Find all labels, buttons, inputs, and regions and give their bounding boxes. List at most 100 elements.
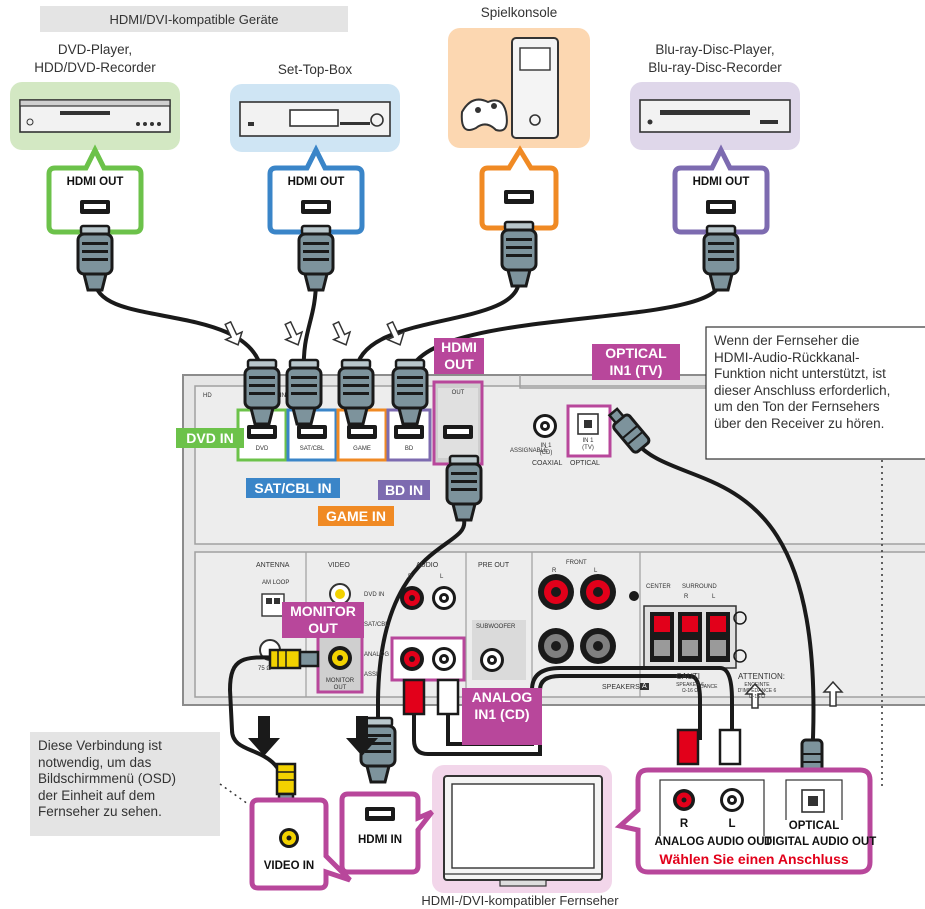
- composite-cable: [227, 655, 318, 801]
- up-arrow-optical: [822, 680, 844, 707]
- tv-device: [443, 775, 603, 887]
- panel-subwoofer: SUBWOOFER: [476, 624, 516, 630]
- tag-dvd-in: DVD IN: [176, 428, 244, 448]
- tag-optical-line2: IN1 (TV): [609, 362, 663, 378]
- bluray-device: [639, 99, 791, 133]
- tag-analog-line2: IN1 (CD): [474, 706, 530, 722]
- osd-note-line1: Diese Verbindung ist: [38, 738, 162, 753]
- osd-note-line2: notwendig, um das: [38, 754, 152, 770]
- osd-note-line4: der Einheit auf dem: [38, 787, 156, 803]
- dvd-label-line1: DVD-Player,: [57, 42, 133, 57]
- tag-game-in: GAME IN: [318, 506, 394, 526]
- panel-assi: ASSI: [364, 672, 378, 678]
- audio-jacks: [390, 586, 526, 682]
- osd-note-box: [30, 732, 220, 836]
- stb-hdmi-out-label: HDMI OUT: [287, 176, 345, 188]
- panel-analog: ANALOG: [364, 652, 390, 658]
- receiver-hdmi-output: [432, 380, 484, 466]
- arc-note-line5: um den Ton der Fernsehers: [714, 399, 880, 414]
- analog-audio-out-label: ANALOG AUDIO OUT: [648, 836, 778, 848]
- panel-attention: ATTENTION:: [738, 672, 785, 681]
- rca-plugs-receiver: [402, 678, 460, 716]
- tag-monitor-line2: OUT: [308, 620, 338, 636]
- tag-optical-in1: OPTICAL IN1 (TV): [592, 344, 680, 380]
- panel-optical: OPTICAL: [570, 460, 600, 467]
- stb-hdmi-callout: [267, 144, 365, 235]
- panel-game: GAME: [353, 446, 371, 452]
- hdmi-in-label: HDMI IN: [357, 834, 403, 846]
- panel-bd: BD: [404, 446, 414, 452]
- hdmi-out-cable: [376, 519, 467, 762]
- coax-optical-panel: [533, 404, 612, 458]
- arc-note-line1: Wenn der Fernseher die: [714, 333, 860, 348]
- optical-plug-top: [607, 407, 651, 454]
- panel-monitor-out: MONITOR OUT: [325, 678, 355, 691]
- panel-surround-r: R: [684, 594, 689, 600]
- video-in-label: VIDEO IN: [263, 860, 315, 872]
- composite-plug-receiver: [268, 648, 320, 670]
- panel-in: IN: [280, 393, 286, 399]
- down-arrow-video: [248, 716, 280, 756]
- speaker-terminals: [538, 574, 747, 669]
- panel-impedance: DANCE: [700, 684, 718, 690]
- tv-label: HDMI-/DVI-kompatibler Fernseher: [421, 893, 619, 908]
- console-device: [460, 37, 559, 139]
- hdmi-in-callout: [339, 791, 434, 875]
- panel-out: OUT: [451, 390, 465, 396]
- panel-speaker-imp: SPEAKER 6 Ω-16 Ω: [676, 682, 704, 694]
- panel-dvd: DVD: [255, 446, 269, 452]
- panel-satcbl: SAT/CBL: [299, 446, 325, 452]
- panel-video: VIDEO: [328, 562, 350, 569]
- arc-note-box: [705, 326, 925, 460]
- panel-front-l: L: [594, 568, 598, 574]
- arc-note-line4: dieser Anschluss erforderlich,: [714, 382, 891, 398]
- panel-sat-cbl: SAT/CBL: [364, 622, 389, 628]
- optical-tv-label: OPTICAL: [784, 820, 844, 832]
- panel-hd: HD: [203, 393, 212, 399]
- panel-speakers: SPEAKERS: [602, 684, 640, 691]
- panel-pre-out: PRE OUT: [478, 562, 510, 569]
- tag-optical-line1: OPTICAL: [605, 345, 667, 361]
- choose-connection-label: Wählen Sie einen Anschluss: [659, 851, 849, 867]
- bluray-label-line1: Blu-ray-Disc-Player,: [655, 42, 775, 57]
- header-bar: [40, 6, 348, 32]
- video-in-callout: [249, 797, 352, 891]
- panel-in1-cd: IN 1 (CD): [539, 443, 553, 456]
- analog-cable-red: [412, 674, 702, 756]
- arc-note-line3: Funktion nicht unterstützt, ist: [714, 366, 886, 381]
- arc-note-line6: über den Receiver zu hören.: [714, 415, 885, 431]
- osd-note-line3: Bildschirmmenü (OSD): [38, 771, 177, 786]
- panel-coaxial: COAXIAL: [532, 460, 563, 467]
- bluray-hdmi-callout: [672, 144, 770, 235]
- console-hdmi-callout: [479, 145, 559, 231]
- analog-r-label: R: [679, 818, 689, 830]
- tag-bd-in: BD IN: [378, 480, 430, 500]
- panel-enceinte: ENCEINTE D'IMPEDANCE 6 Ω-16 Ω: [737, 682, 777, 700]
- dvd-label-line2: HDD/DVD-Recorder: [34, 60, 156, 75]
- console-label: Spielkonsole: [480, 5, 558, 20]
- panel-ohm: 75 Ω: [258, 666, 271, 672]
- bluray-label-line2: Blu-ray-Disc-Recorder: [648, 60, 782, 75]
- panel-antenna: ANTENNA: [256, 562, 290, 569]
- tag-hdmi-out: HDMI OUT: [434, 338, 484, 374]
- osd-note: Diese Verbindung ist notwendig, um das B…: [38, 738, 218, 821]
- panel-center: CENTER: [646, 584, 671, 590]
- panel-front: FRONT: [566, 560, 587, 566]
- osd-note-leader: [219, 783, 249, 805]
- dvd-hdmi-callout: [46, 144, 144, 235]
- panel-surround: SURROUND: [682, 584, 717, 590]
- tag-hdmi-out-line1: HDMI: [441, 339, 477, 355]
- panel-dvd-in: DVD IN: [364, 592, 385, 598]
- panel-caution: CAUTI: [676, 672, 700, 681]
- up-arrow-analog: [744, 682, 766, 709]
- down-arrow-hdmi: [346, 716, 378, 756]
- tag-analog-line1: ANALOG: [471, 689, 533, 705]
- stb-device: [239, 101, 391, 137]
- rca-plugs-tv: [676, 728, 742, 766]
- tag-analog-in1: ANALOG IN1 (CD): [462, 688, 542, 745]
- digital-audio-out-label: DIGITAL AUDIO OUT: [764, 836, 877, 848]
- panel-surround-l: L: [712, 594, 716, 600]
- panel-assignable: ASSIGNABLE: [510, 448, 549, 454]
- panel-in1-tv: IN 1 (TV): [582, 438, 594, 451]
